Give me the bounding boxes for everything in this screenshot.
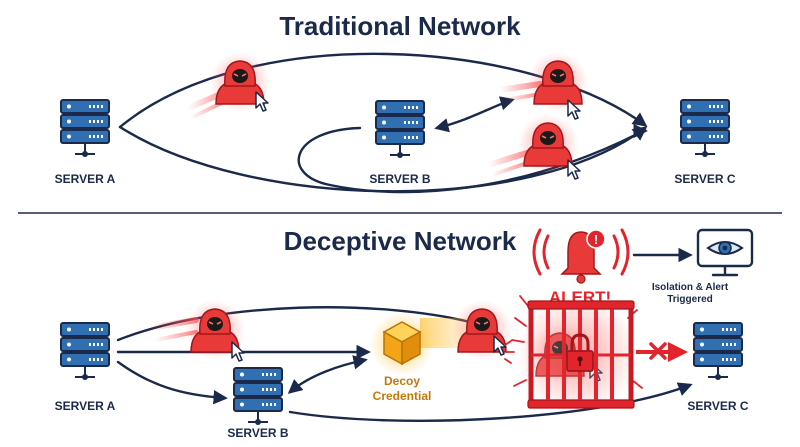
deceptive-title: Deceptive Network <box>284 226 517 256</box>
trad-server-a: SERVER A <box>55 99 116 186</box>
dec-hacker-1 <box>147 299 246 362</box>
server-icon <box>375 100 425 159</box>
server-icon <box>60 99 110 158</box>
dec-server-b: SERVER B <box>227 367 289 440</box>
cube-icon <box>382 321 422 366</box>
dec-server-c-label: SERVER C <box>687 399 748 413</box>
trad-hacker-1 <box>185 51 271 120</box>
server-icon <box>693 322 743 381</box>
trad-server-c-label: SERVER C <box>674 172 735 186</box>
trad-hacker-3 <box>485 113 581 180</box>
server-icon <box>60 322 110 381</box>
eye-monitor-icon <box>696 228 754 277</box>
trad-hacker-2 <box>497 51 589 120</box>
trad-server-b: SERVER B <box>369 100 431 186</box>
server-icon <box>233 367 283 426</box>
isolation-label-line1: Isolation & Alert <box>652 282 729 293</box>
server-icon <box>680 99 730 158</box>
hacker-icon <box>527 51 589 113</box>
decoy-label-line2: Credential <box>373 389 432 403</box>
trad-server-b-label: SERVER B <box>369 172 430 186</box>
decoy-label-line1: Decoy <box>384 374 420 388</box>
trad-server-c: SERVER C <box>674 99 736 186</box>
svg-text:!: ! <box>594 232 598 247</box>
isolation-label-line2: Triggered <box>667 294 713 305</box>
dec-server-a: SERVER A <box>55 322 116 413</box>
dec-server-c: SERVER C <box>687 322 749 413</box>
traditional-title: Traditional Network <box>279 11 521 41</box>
dec-server-b-label: SERVER B <box>227 426 288 440</box>
dec-hacker-2 <box>451 299 515 364</box>
dec-server-a-label: SERVER A <box>55 399 116 413</box>
x-mark-icon <box>649 342 667 360</box>
alarm-bell-icon: ! <box>532 228 630 284</box>
padlock-icon <box>566 333 594 372</box>
trad-server-a-label: SERVER A <box>55 172 116 186</box>
